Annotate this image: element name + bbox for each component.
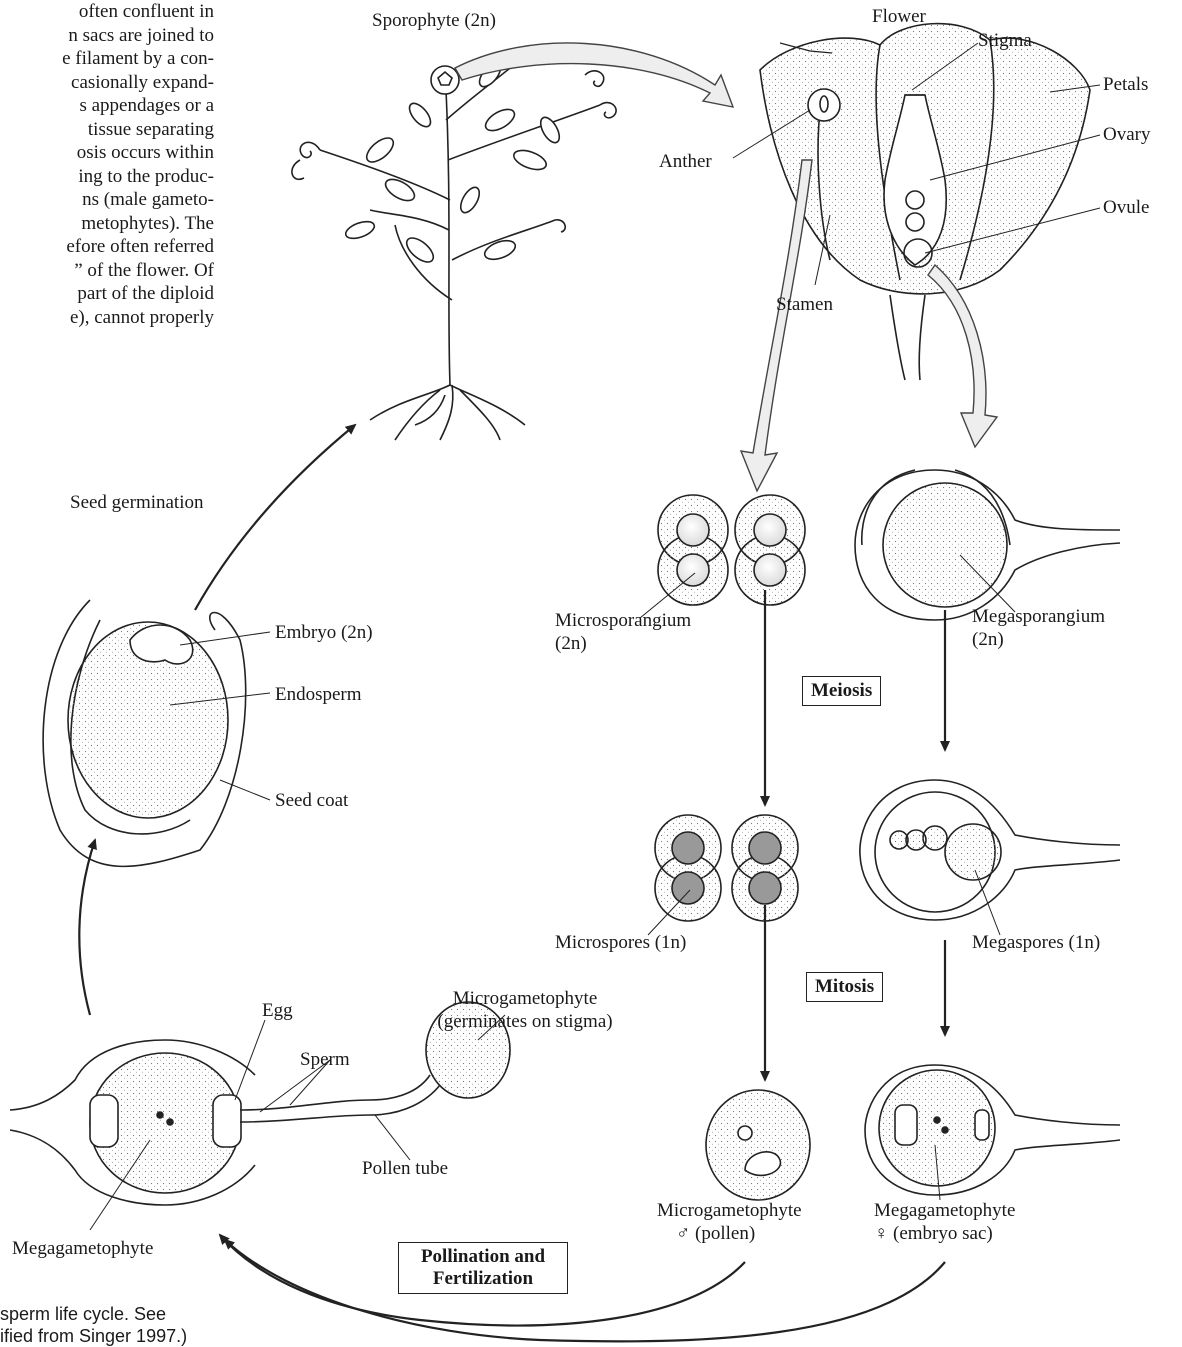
embryo-sac-drawing xyxy=(865,1065,1120,1195)
label-embryo-sac: ♀ (embryo sac) xyxy=(874,1223,993,1245)
body-text-line: n sacs are joined to xyxy=(0,24,214,48)
label-ovary: Ovary xyxy=(1103,124,1150,146)
label-sperm: Sperm xyxy=(300,1049,350,1071)
label-megaspores: Megaspores (1n) xyxy=(972,932,1100,954)
caption-line: ified from Singer 1997.) xyxy=(0,1325,187,1347)
flower-drawing xyxy=(760,24,1090,380)
label-megasporangium-ploidy: (2n) xyxy=(972,629,1004,651)
fertilization-line: Fertilization xyxy=(407,1268,559,1290)
microsporangium-drawing xyxy=(658,495,805,605)
label-microgametophyte-pollen: Microgametophyte xyxy=(657,1200,802,1222)
body-text-line: casionally expand- xyxy=(0,71,214,95)
label-flower: Flower xyxy=(872,6,926,28)
body-text-line: ” of the flower. Of xyxy=(0,259,214,283)
label-pollen-tube: Pollen tube xyxy=(362,1158,448,1180)
label-microspores: Microspores (1n) xyxy=(555,932,686,954)
body-text-line: efore often referred xyxy=(0,235,214,259)
body-text-line: ns (male gameto- xyxy=(0,188,214,212)
label-petals: Petals xyxy=(1103,74,1148,96)
label-pollen: ♂ (pollen) xyxy=(676,1223,755,1245)
label-megagametophyte: Megagametophyte xyxy=(12,1238,153,1260)
label-germinates-on-stigma: (germinates on stigma) xyxy=(400,1011,650,1033)
mitosis-box: Mitosis xyxy=(806,972,883,1002)
body-text-line: tissue separating xyxy=(0,118,214,142)
pollen-grain-drawing xyxy=(706,1090,810,1200)
body-text-line: osis occurs within xyxy=(0,141,214,165)
body-text-line: e), cannot properly xyxy=(0,306,214,330)
label-stamen: Stamen xyxy=(776,294,833,316)
body-text-fragment: often confluent in n sacs are joined to … xyxy=(0,0,214,329)
meiosis-box: Meiosis xyxy=(802,676,881,706)
body-text-line: e filament by a con- xyxy=(0,47,214,71)
label-endosperm: Endosperm xyxy=(275,684,362,706)
label-sporophyte: Sporophyte (2n) xyxy=(372,10,496,32)
process-arrows xyxy=(79,425,945,1341)
label-microsporangium: Microsporangium xyxy=(555,610,691,632)
caption-line: sperm life cycle. See xyxy=(0,1303,166,1325)
body-text-line: ing to the produc- xyxy=(0,165,214,189)
label-anther: Anther xyxy=(659,151,712,173)
body-text-line: metophytes). The xyxy=(0,212,214,236)
label-microsporangium-ploidy: (2n) xyxy=(555,633,587,655)
label-stigma: Stigma xyxy=(978,30,1032,52)
label-microgametophyte-stigma: Microgametophyte xyxy=(400,988,650,1010)
body-text-line: s appendages or a xyxy=(0,94,214,118)
label-seed-coat: Seed coat xyxy=(275,790,348,812)
body-text-line: part of the diploid xyxy=(0,282,214,306)
pollination-line: Pollination and xyxy=(407,1246,559,1268)
body-text-line: often confluent in xyxy=(0,0,214,24)
label-embryo: Embryo (2n) xyxy=(275,622,373,644)
label-seed-germination: Seed germination xyxy=(70,492,204,514)
megaspores-drawing xyxy=(860,780,1120,920)
sporophyte-plant xyxy=(292,49,616,440)
label-megagametophyte-embryo-sac: Megagametophyte xyxy=(874,1200,1015,1222)
pollination-fertilization-box: Pollination and Fertilization xyxy=(398,1242,568,1294)
label-ovule: Ovule xyxy=(1103,197,1149,219)
label-egg: Egg xyxy=(262,1000,293,1022)
megasporangium-drawing xyxy=(855,470,1120,620)
label-megasporangium: Megasporangium xyxy=(972,606,1105,628)
